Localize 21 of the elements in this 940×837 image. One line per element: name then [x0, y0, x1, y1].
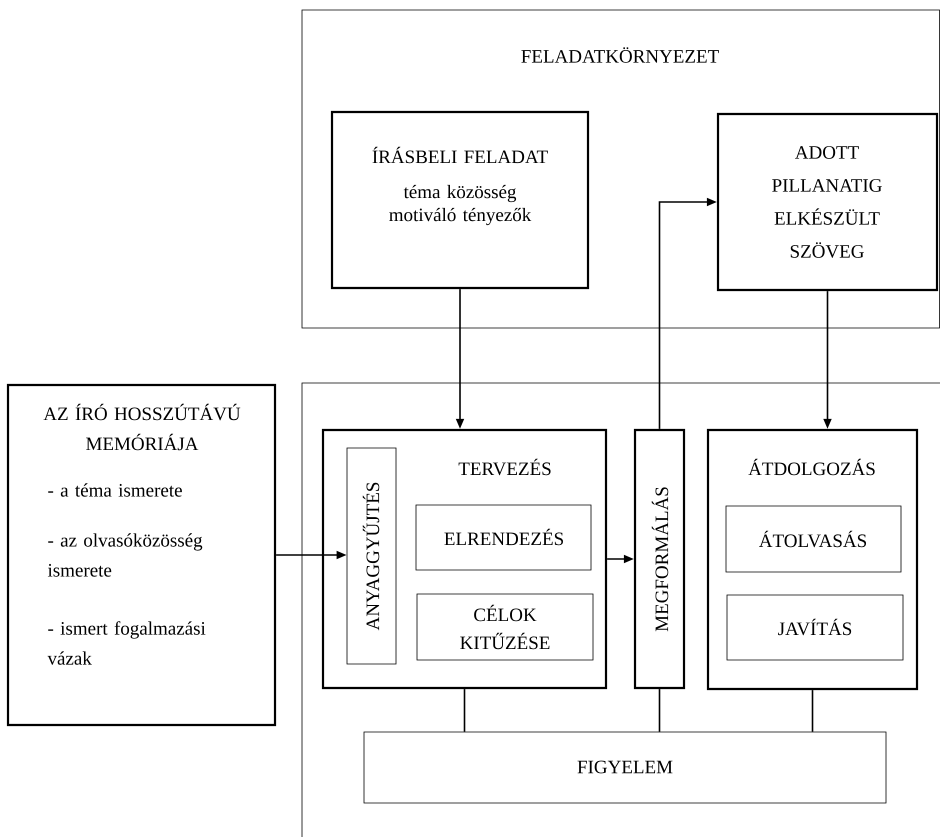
- box-text: ÁTOLVASÁS: [758, 530, 866, 548]
- box-text: - ismert fogalmazási vázak: [48, 621, 206, 665]
- box-text: AZ ÍRÓ HOSSZÚTÁVÚ MEMÓRIÁJA: [44, 404, 240, 450]
- box-text: téma közösség motiváló tényezők: [389, 184, 532, 226]
- box-text: - az olvasóközösség ismerete: [48, 533, 202, 577]
- region-frame: [302, 382, 940, 837]
- connector-line: [812, 690, 814, 732]
- box-text: TERVEZÉS: [458, 458, 551, 476]
- box-text: MEGFORMÁLÁS: [652, 487, 668, 632]
- connector-line: [464, 689, 466, 732]
- box-text: FIGYELEM: [578, 760, 672, 774]
- box-text: - a téma ismerete: [48, 483, 182, 497]
- box-text: ANYAGGYŰJTÉS: [362, 482, 380, 630]
- box-text: CÉLOK KITŰZÉSE: [460, 604, 550, 650]
- box-text: FELADATKÖRNYEZET: [521, 47, 719, 63]
- box-text: ÁTDOLGOZÁS: [748, 458, 875, 476]
- box-text: ADOTT PILLANATIG ELKÉSZÜLT SZÖVEG: [772, 146, 882, 258]
- box-text: JAVÍTÁS: [778, 618, 852, 636]
- box-text: ELRENDEZÉS: [444, 528, 563, 546]
- box-text: ÍRÁSBELI FELADAT: [372, 146, 548, 164]
- connector-line: [658, 689, 660, 732]
